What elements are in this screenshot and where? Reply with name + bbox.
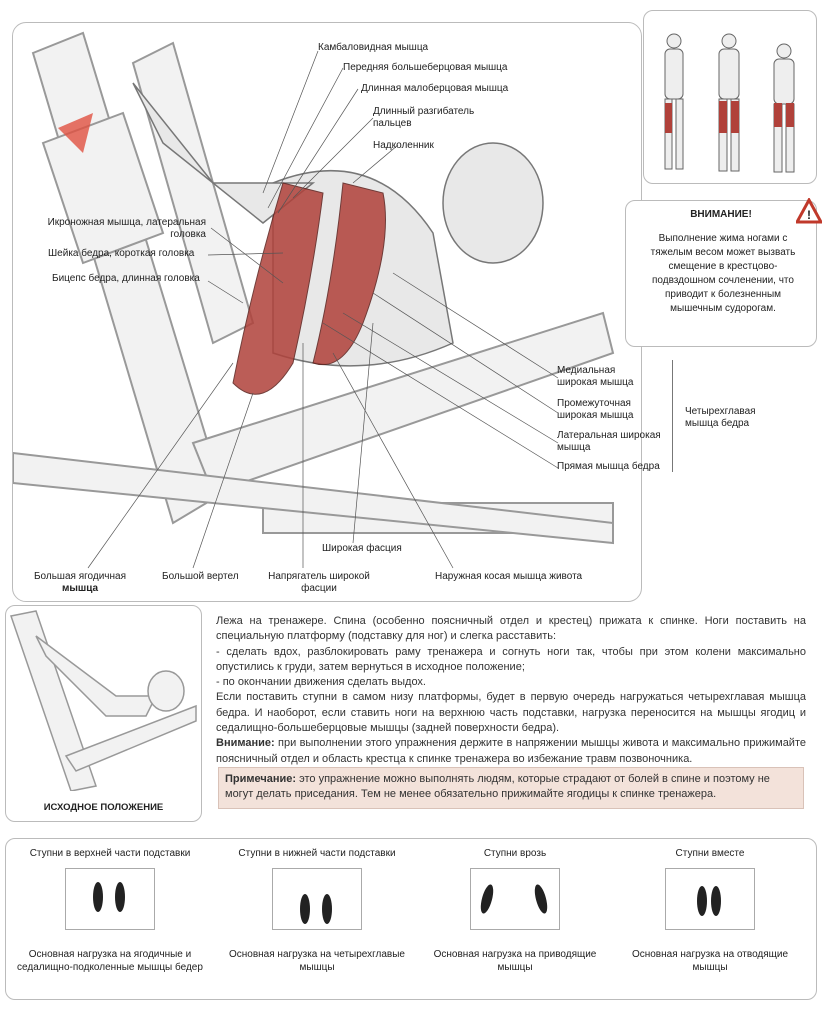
instruction-paragraph: - по окончании движения сделать выдох. (216, 676, 426, 689)
label-line: мышца бедра (685, 418, 750, 429)
muscle-figures-panel (643, 10, 817, 184)
foot-position-title: Ступни вместе (675, 848, 745, 859)
label-line: Икроножная мышца, латеральная (47, 217, 206, 228)
attention-text: при выполнении этого упражнения держите … (216, 737, 806, 765)
warning-box: ВНИМАНИЕ! Выполнение жима ногами с тяжел… (625, 200, 817, 347)
label-patella: Надколенник (373, 140, 434, 151)
warning-title: ВНИМАНИЕ! (690, 209, 752, 220)
note-label: Примечание: (225, 773, 297, 785)
foot-position-caption: Основная нагрузка на приводящие мышцы (433, 949, 597, 973)
label-line: головка (170, 229, 206, 240)
arrow-icon (58, 113, 93, 153)
label-line: Промежуточная (557, 398, 631, 409)
foot-position-3: Ступни врозь Основная нагрузка на привод… (420, 848, 610, 974)
attention-paragraph: Внимание: при выполнении этого упражнени… (216, 736, 806, 767)
foot-position-4: Ступни вместе Основная нагрузка на отвод… (615, 848, 805, 974)
foot-positions-panel (5, 838, 817, 1000)
foot-position-2: Ступни в нижней части подставки Основная… (222, 848, 412, 974)
warning-triangle-icon: ! (796, 198, 822, 224)
warning-text: Выполнение жима ногами с тяжелым весом м… (650, 233, 796, 314)
quadriceps-bracket (672, 360, 673, 472)
label-peroneus-longus: Длинная малоберцовая мышца (361, 83, 509, 94)
label-rectus-femoris: Прямая мышца бедра (557, 461, 660, 472)
label-oblique: Наружная косая мышца живота (435, 571, 583, 582)
start-position-illustration (10, 610, 197, 791)
label-line: Большая ягодичная (33, 571, 127, 582)
start-position-caption: ИСХОДНОЕ ПОЛОЖЕНИЕ (43, 802, 164, 813)
label-tibialis-anterior: Передняя большеберцовая мышца (343, 62, 508, 73)
foot-position-caption: Основная нагрузка на отводящие мышцы (631, 949, 789, 973)
instructions-text: Лежа на тренажере. Спина (особенно поясн… (216, 614, 806, 767)
muscle-figures-illustration (664, 33, 795, 173)
foot-position-caption: Основная нагрузка на четырехглавые мышцы (228, 949, 405, 973)
foot-position-1: Ступни в верхней части подставки Основна… (15, 848, 205, 974)
attention-label: Внимание: (216, 737, 275, 750)
label-line: Четырехглавая (685, 406, 756, 417)
label-fascia-lata: Широкая фасция (322, 543, 402, 554)
label-line: пальцев (373, 118, 412, 129)
instruction-paragraph: - сделать вдох, разблокировать раму трен… (216, 645, 806, 673)
label-line: мышца (557, 442, 591, 453)
label-soleus: Камбаловидная мышца (318, 42, 429, 53)
footprints-icon (65, 868, 155, 930)
label-line: мышца (61, 583, 99, 594)
note-box: Примечание: это упражнение можно выполня… (218, 767, 804, 809)
instruction-paragraph: Если поставить ступни в самом низу платф… (216, 691, 806, 735)
label-line: Латеральная широкая (557, 430, 661, 441)
label-line: Длинный разгибатель (373, 106, 475, 117)
start-position-panel: ИСХОДНОЕ ПОЛОЖЕНИЕ (5, 605, 202, 822)
footprints-icon (272, 868, 362, 930)
label-biceps-long: Бицепс бедра, длинная головка (52, 273, 200, 284)
svg-text:!: ! (807, 208, 811, 222)
instruction-paragraph: Лежа на тренажере. Спина (особенно поясн… (216, 615, 806, 643)
label-line: Напрягатель широкой (268, 571, 370, 582)
label-line: широкая мышца (557, 410, 634, 421)
footprints-icon (665, 868, 755, 930)
label-biceps-short: Шейка бедра, короткая головка (48, 248, 195, 259)
note-text: это упражнение можно выполнять людям, ко… (225, 773, 770, 800)
label-line: фасции (301, 583, 337, 594)
thigh-muscles (232, 182, 386, 395)
foot-position-title: Ступни в верхней части подставки (29, 848, 191, 859)
foot-position-title: Ступни в нижней части подставки (238, 848, 396, 859)
label-line: широкая мышца (557, 377, 634, 388)
label-line: Медиальная (557, 365, 616, 376)
leg-press-illustration (13, 31, 615, 569)
main-illustration-panel (12, 22, 642, 602)
foot-position-caption: Основная нагрузка на ягодичные и седалищ… (17, 949, 203, 973)
foot-position-title: Ступни врозь (483, 848, 547, 859)
footprints-icon (470, 868, 560, 930)
label-trochanter: Большой вертел (162, 571, 239, 582)
